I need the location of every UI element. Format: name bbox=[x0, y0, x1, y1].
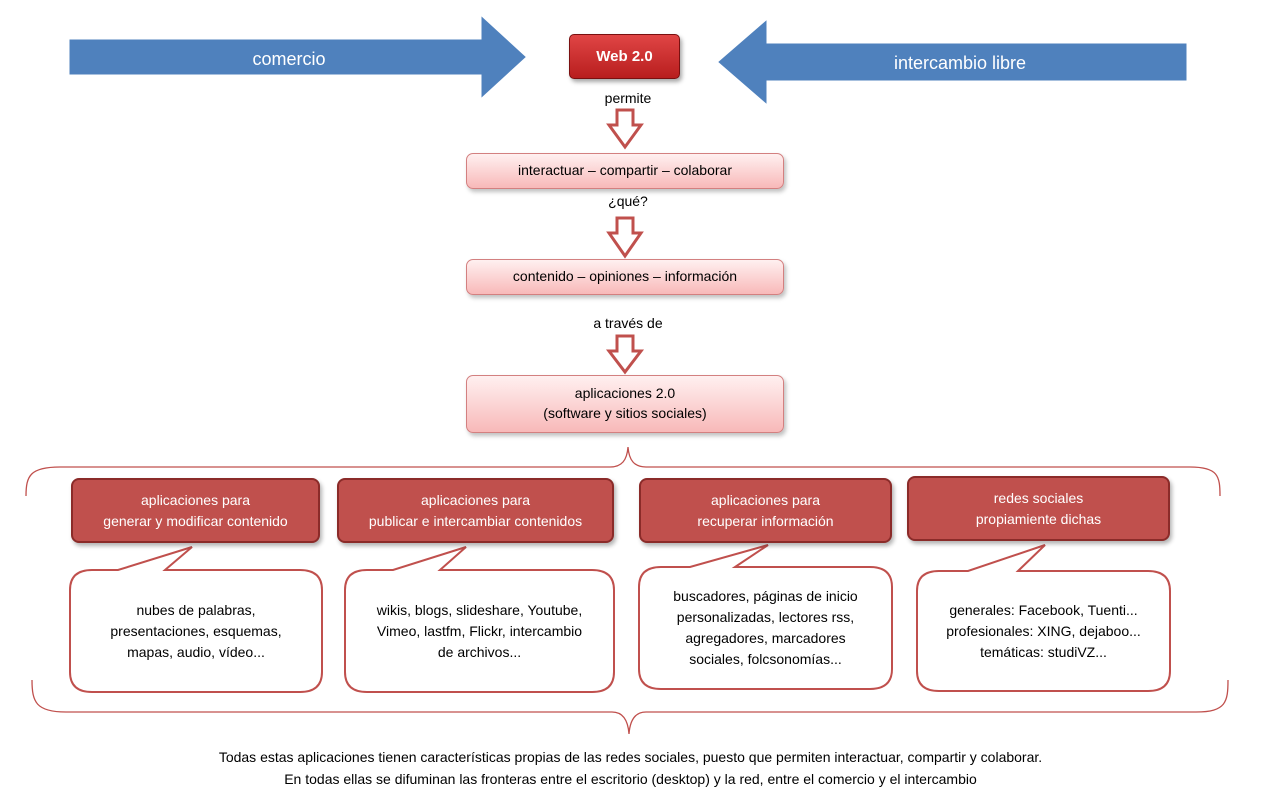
flow-box-aplicaciones-line2: (software y sitios sociales) bbox=[543, 405, 707, 421]
flow-box-contenido-text: contenido – opiniones – información bbox=[512, 268, 738, 285]
down-arrow-1 bbox=[606, 108, 644, 150]
example-line: agregadores, marcadores bbox=[685, 630, 846, 646]
connector-que: ¿qué? bbox=[608, 193, 648, 209]
example-line: presentaciones, esquemas, bbox=[110, 622, 282, 639]
footer-note: Todas estas aplicaciones tienen caracter… bbox=[0, 747, 1261, 790]
callout-text-publicar: wikis, blogs, slideshare, Youtube, Vimeo… bbox=[347, 572, 612, 690]
category-title-line2: publicar e intercambiar contenidos bbox=[368, 512, 583, 529]
down-arrow-2 bbox=[606, 216, 644, 259]
example-line: wikis, blogs, slideshare, Youtube, bbox=[376, 601, 583, 618]
example-line: de archivos... bbox=[437, 643, 522, 660]
category-title-line1: aplicaciones para bbox=[421, 491, 530, 508]
callout-1 bbox=[69, 546, 323, 693]
example-line: Vimeo, lastfm, Flickr, intercambio bbox=[376, 622, 583, 639]
bottom-brace bbox=[31, 679, 1229, 735]
category-title-line2: generar y modificar contenido bbox=[103, 512, 288, 529]
web20-box: Web 2.0 bbox=[569, 34, 680, 79]
footer-line-2: En todas ellas se difuminan las frontera… bbox=[284, 770, 977, 787]
example-line: profesionales: XING, dejaboo... bbox=[946, 622, 1141, 639]
callout-text-generar: nubes de palabras, presentaciones, esque… bbox=[72, 572, 320, 690]
footer-line-1: Todas estas aplicaciones tienen caracter… bbox=[218, 749, 1043, 765]
web20-label: Web 2.0 bbox=[596, 48, 653, 65]
category-title-line2: propiamiente dichas bbox=[975, 510, 1102, 527]
category-title-line1: redes sociales bbox=[993, 489, 1084, 506]
callout-text-redes: generales: Facebook, Tuenti... profesion… bbox=[919, 573, 1168, 689]
flow-box-aplicaciones: aplicaciones 2.0 (software y sitios soci… bbox=[466, 375, 784, 433]
example-line: personalizadas, lectores rss, bbox=[676, 609, 855, 625]
connector-permite: permite bbox=[604, 90, 652, 106]
example-line: buscadores, páginas de inicio bbox=[673, 588, 858, 604]
example-line: nubes de palabras, bbox=[136, 601, 256, 618]
callout-2 bbox=[344, 546, 615, 693]
callout-text-recuperar: buscadores, páginas de inicio personaliz… bbox=[641, 569, 890, 687]
top-brace bbox=[25, 446, 1221, 497]
category-title-line1: aplicaciones para bbox=[711, 491, 820, 508]
left-arrow-label: comercio bbox=[252, 49, 326, 69]
right-arrow-label: intercambio libre bbox=[893, 53, 1027, 73]
example-line: generales: Facebook, Tuenti... bbox=[949, 601, 1138, 618]
right-blue-arrow bbox=[713, 13, 1190, 111]
category-title-line2: recuperar información bbox=[697, 512, 834, 529]
category-publicar: aplicaciones para publicar e intercambia… bbox=[337, 478, 614, 543]
left-blue-arrow bbox=[66, 9, 531, 105]
callout-4 bbox=[916, 544, 1171, 692]
category-title-line1: aplicaciones para bbox=[141, 491, 250, 508]
example-line: temáticas: studiVZ... bbox=[980, 643, 1107, 660]
flow-box-contenido: contenido – opiniones – información bbox=[466, 259, 784, 295]
example-line: sociales, folcsonomías... bbox=[689, 651, 842, 667]
category-generar: aplicaciones para generar y modificar co… bbox=[71, 478, 320, 543]
down-arrow-3 bbox=[605, 334, 645, 375]
category-redes-sociales: redes sociales propiamiente dichas bbox=[907, 476, 1170, 541]
flow-box-interactuar-text: interactuar – compartir – colaborar bbox=[518, 162, 732, 179]
flow-box-interactuar: interactuar – compartir – colaborar bbox=[466, 153, 784, 189]
callout-3 bbox=[638, 544, 893, 690]
category-recuperar: aplicaciones para recuperar información bbox=[639, 478, 892, 543]
example-line: mapas, audio, vídeo... bbox=[127, 643, 265, 660]
flow-box-aplicaciones-line1: aplicaciones 2.0 bbox=[574, 385, 676, 402]
connector-a-traves-de: a través de bbox=[593, 315, 663, 331]
